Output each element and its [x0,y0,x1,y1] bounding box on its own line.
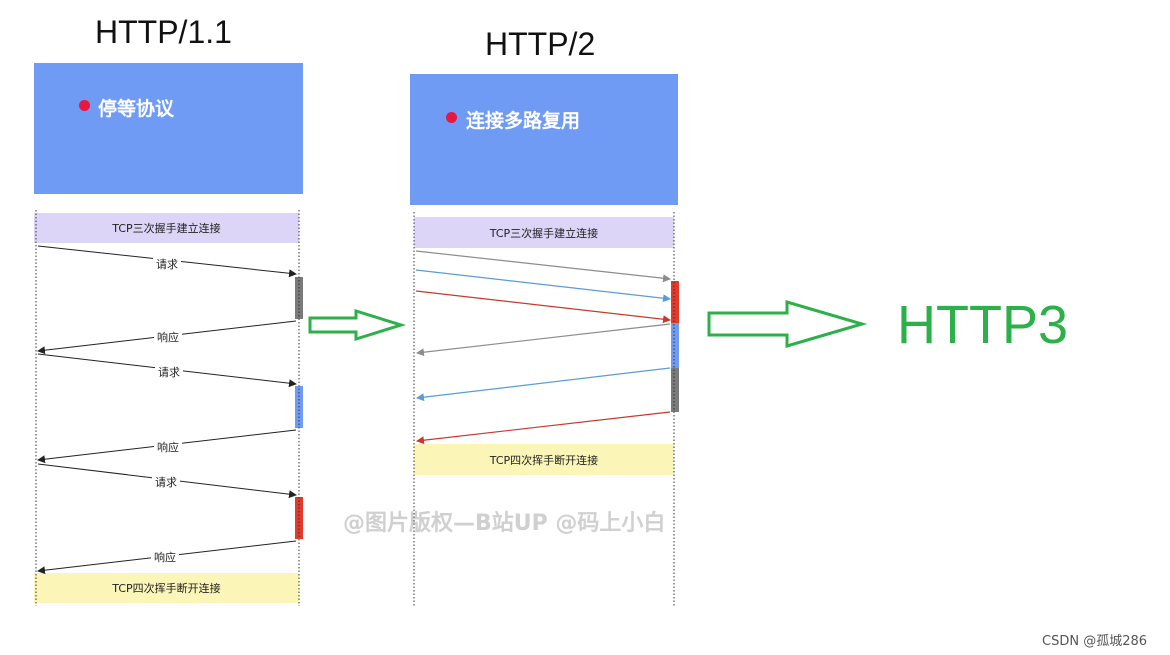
http2-request-gray-arrow [415,250,671,283]
http3-title: HTTP3 [897,295,1069,355]
http2-request-red-arrow [415,290,671,324]
http2-teardown-label: TCP四次挥手断开连接 [489,453,599,467]
http11-handshake-band: TCP三次握手建立连接 [34,213,299,243]
http2-title: HTTP/2 [485,26,596,62]
csdn-credit: CSDN @孤城286 [1042,634,1148,649]
http11-teardown-band: TCP四次挥手断开连接 [34,573,299,603]
http2-stream-bar-gray [671,368,679,412]
http11-feature-box: 停等协议 [34,63,303,194]
http11-teardown-label: TCP四次挥手断开连接 [112,582,221,595]
http11-feature-label: 停等协议 [98,98,175,120]
red-bullet-icon [446,112,457,123]
green-arrow-1-icon [308,308,407,342]
red-bullet-icon [79,100,90,111]
http11-response-3-label: 响应 [151,549,179,565]
http2-teardown-band: TCP四次挥手断开连接 [414,444,674,475]
http11-handshake-label: TCP三次握手建立连接 [112,222,221,235]
http2-feature-label: 连接多路复用 [466,110,581,132]
http2-response-blue-arrow [416,367,671,402]
http2-feature-box: 连接多路复用 [410,74,678,205]
http11-request-1-label: 请求 [153,256,181,272]
watermark-text: @图片版权—B站UP @码上小白 [343,511,666,536]
http2-response-gray-arrow [416,323,671,357]
green-arrow-2-icon [707,299,868,349]
http2-handshake-band: TCP三次握手建立连接 [414,217,674,248]
http11-request-3-label: 请求 [152,474,180,490]
http2-response-red-arrow [416,411,671,445]
http11-response-2-label: 响应 [154,439,182,455]
http2-handshake-label: TCP三次握手建立连接 [489,226,599,240]
http11-title: HTTP/1.1 [95,14,232,50]
http2-stream-bar-red [671,281,679,323]
http11-response-1-label: 响应 [154,329,182,345]
http2-stream-bar-blue [671,323,679,368]
http11-request-2-label: 请求 [155,364,183,380]
http2-request-blue-arrow [415,269,671,303]
